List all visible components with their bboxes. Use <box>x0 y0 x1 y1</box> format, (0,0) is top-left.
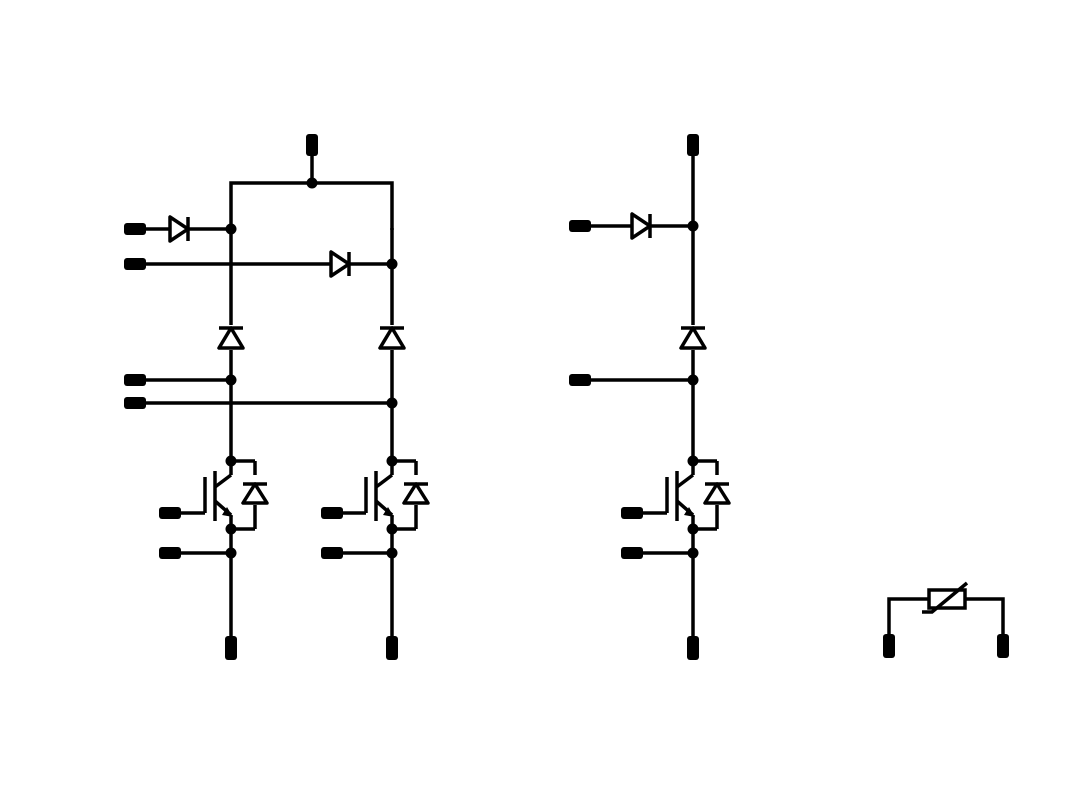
diode-leg-single <box>679 326 707 350</box>
pin-input-single <box>569 220 591 232</box>
ntc-thermistor <box>922 581 969 614</box>
diode-input-left-1 <box>168 215 190 243</box>
pin-gate-single <box>621 507 643 519</box>
pin-top-bridge <box>306 134 318 156</box>
pin-input-2 <box>124 258 146 270</box>
pin-sense-single <box>621 547 643 559</box>
terminal-pins <box>124 134 1009 660</box>
pin-ntc-right <box>997 634 1009 658</box>
igbt-left <box>169 453 269 537</box>
pin-bottom-left <box>225 636 237 660</box>
junction-dots <box>225 177 699 559</box>
diode-leg-left <box>217 326 245 350</box>
pin-sense-left <box>159 547 181 559</box>
pin-bottom-single <box>687 636 699 660</box>
pin-sense-right <box>321 547 343 559</box>
pin-gate-right <box>321 507 343 519</box>
pin-top-single <box>687 134 699 156</box>
igbt-single <box>631 453 731 537</box>
pin-input-1 <box>124 223 146 235</box>
pin-gate-left <box>159 507 181 519</box>
diode-input-left-2 <box>329 250 351 278</box>
diode-leg-right <box>378 326 406 350</box>
pin-mid-2 <box>124 397 146 409</box>
pin-mid-1 <box>124 374 146 386</box>
pin-mid-single <box>569 374 591 386</box>
pin-ntc-left <box>883 634 895 658</box>
wires <box>140 150 1005 640</box>
pin-bottom-right <box>386 636 398 660</box>
igbt-right <box>330 453 430 537</box>
diode-input-single <box>630 212 652 240</box>
